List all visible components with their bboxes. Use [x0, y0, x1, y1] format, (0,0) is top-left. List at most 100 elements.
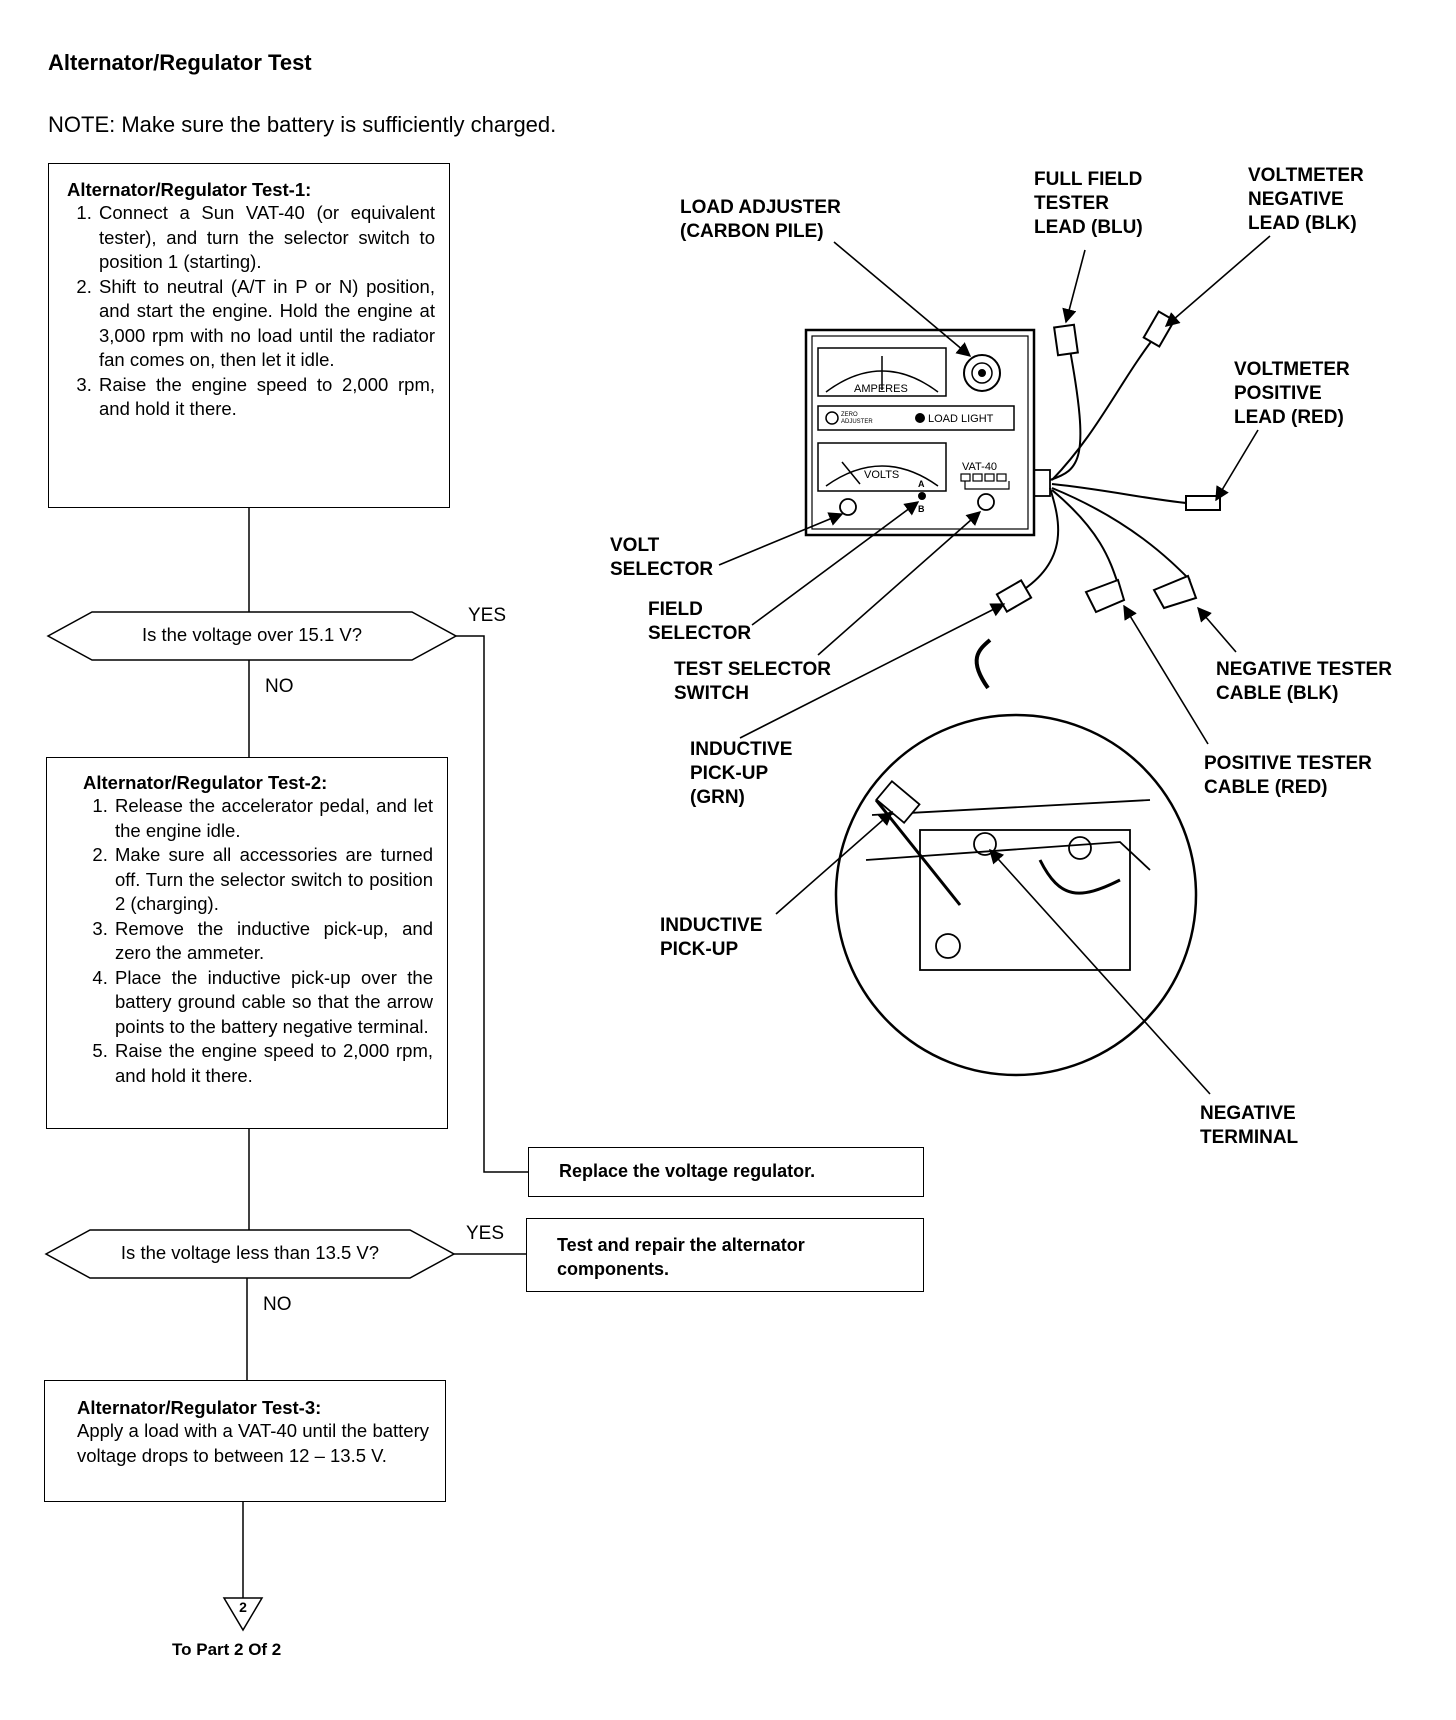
- vm-neg-cable: [1051, 329, 1161, 481]
- test1-step: Connect a Sun VAT-40 (or equivalent test…: [97, 201, 435, 275]
- leader-load-adjuster: [833, 241, 972, 357]
- leader-vm-neg: [1164, 235, 1271, 327]
- test2-step: Place the inductive pick-up over the bat…: [113, 966, 433, 1040]
- test1-step: Raise the engine speed to 2,000 rpm, and…: [97, 373, 435, 422]
- zero-label-line1: ZERO: [841, 412, 858, 418]
- test2-step: Remove the inductive pick-up, and zero t…: [113, 917, 433, 966]
- vat40-tester: [804, 328, 1051, 537]
- test2-title: Alternator/Regulator Test-2:: [83, 772, 328, 793]
- test-selector-switch-icon: [977, 493, 995, 511]
- test3-text: Apply a load with a VAT-40 until the bat…: [77, 1420, 429, 1466]
- leader-pos-cable: [1123, 604, 1209, 745]
- test1-box: Alternator/Regulator Test-1: Connect a S…: [48, 163, 450, 508]
- voltmeter-needle: [841, 461, 861, 485]
- full-field-clip: [1053, 323, 1079, 357]
- ammeter-label: AMPERES: [854, 383, 908, 395]
- test1-steps: Connect a Sun VAT-40 (or equivalent test…: [67, 201, 435, 422]
- leader-full-field: [1062, 249, 1086, 324]
- vm-pos-cable: [1051, 483, 1197, 505]
- page-title: Alternator/Regulator Test: [48, 50, 312, 75]
- detail-connector: [974, 638, 992, 690]
- vm-pos-clip: [1185, 495, 1221, 511]
- tester-text: AMPERES VOLTS ZERO ADJUSTER LOAD LIGHT V…: [841, 383, 997, 514]
- result1-box: Replace the voltage regulator.: [528, 1147, 924, 1197]
- leader-neg-terminal: [989, 848, 1211, 1095]
- tester-clips: [995, 310, 1221, 614]
- leader-lines: [718, 235, 1271, 1095]
- result2-box: Test and repair the alternator component…: [526, 1218, 924, 1292]
- load-light-icon: [915, 413, 925, 423]
- leader-field-selector: [751, 501, 920, 626]
- load-light-label: LOAD LIGHT: [928, 413, 994, 425]
- connector-label: To Part 2 Of 2: [172, 1640, 282, 1659]
- zero-adjuster-strip: [817, 405, 1015, 431]
- test3-title: Alternator/Regulator Test-3:: [77, 1397, 322, 1418]
- load-adjuster-knob: [963, 354, 1001, 392]
- zero-adjuster-icon: [825, 411, 839, 425]
- volt-selector-icon: [839, 498, 857, 516]
- note-text: NOTE: Make sure the battery is sufficien…: [48, 112, 557, 137]
- label-vm-negative: VOLTMETER NEGATIVE LEAD (BLK): [1248, 165, 1364, 234]
- inductive-cable: [1019, 487, 1060, 593]
- flow-line-yes1: [456, 635, 528, 1173]
- label-full-field: FULL FIELD TESTER LEAD (BLU): [1034, 169, 1143, 238]
- label-test-selector: TEST SELECTOR SWITCH: [674, 659, 831, 704]
- field-b-label: B: [918, 504, 925, 514]
- test2-step: Release the accelerator pedal, and let t…: [113, 794, 433, 843]
- decision2-text: Is the voltage less than 13.5 V?: [120, 1242, 380, 1263]
- decision1-text: Is the voltage over 15.1 V?: [141, 624, 363, 645]
- battery-case: [919, 829, 1131, 971]
- decision2-no: NO: [263, 1294, 292, 1315]
- pos-tester-cable: [1051, 489, 1119, 585]
- field-lead-cable: [1049, 349, 1082, 481]
- field-selector-icon: [918, 492, 926, 500]
- decision1-yes: YES: [468, 605, 507, 626]
- zero-label-line2: ADJUSTER: [841, 419, 873, 425]
- label-vm-positive: VOLTMETER POSITIVE LEAD (RED): [1234, 359, 1350, 428]
- tester-cables: [1019, 329, 1197, 593]
- leader-inductive: [775, 811, 894, 915]
- detail-circle: [834, 713, 1198, 1077]
- result1-text: Replace the voltage regulator.: [559, 1161, 816, 1181]
- neg-tester-clip: [1152, 574, 1198, 610]
- test1-title: Alternator/Regulator Test-1:: [67, 179, 312, 200]
- label-inductive-grn: INDUCTIVE PICK-UP (GRN): [690, 739, 793, 808]
- voltmeter-face: [817, 442, 947, 492]
- label-load-adjuster: LOAD ADJUSTER (CARBON PILE): [680, 197, 841, 242]
- decision1-no: NO: [265, 676, 294, 697]
- test2-steps: Release the accelerator pedal, and let t…: [83, 794, 433, 1088]
- field-a-label: A: [918, 479, 925, 489]
- test3-box: Alternator/Regulator Test-3: Apply a loa…: [44, 1380, 446, 1502]
- test-position-boxes: [960, 473, 1010, 490]
- model-label: VAT-40: [962, 461, 997, 473]
- result2-text: Test and repair the alternator component…: [557, 1235, 805, 1279]
- label-negative-cable: NEGATIVE TESTER CABLE (BLK): [1216, 659, 1392, 704]
- leader-neg-cable: [1197, 606, 1237, 653]
- test2-box: Alternator/Regulator Test-2: Release the…: [46, 757, 448, 1129]
- leader-inductive-grn: [739, 603, 1006, 739]
- label-field-selector: FIELD SELECTOR: [648, 599, 752, 644]
- test2-step: Make sure all accessories are turned off…: [113, 843, 433, 917]
- label-volt-selector: VOLT SELECTOR: [610, 535, 714, 580]
- connector-triangle: [222, 1597, 264, 1632]
- leader-test-selector: [817, 511, 982, 656]
- test1-step: Shift to neutral (A/T in P or N) positio…: [97, 275, 435, 373]
- decision2-yes: YES: [466, 1223, 505, 1244]
- label-positive-cable: POSITIVE TESTER CABLE (RED): [1204, 753, 1372, 798]
- vm-neg-clip: [1142, 310, 1176, 348]
- pos-tester-clip: [1084, 578, 1126, 614]
- inductive-pickup-clip: [995, 578, 1033, 614]
- label-negative-terminal: NEGATIVE TERMINAL: [1200, 1103, 1299, 1148]
- positive-terminal-post: [1068, 836, 1092, 860]
- label-inductive: INDUCTIVE PICK-UP: [660, 915, 763, 960]
- neg-tester-cable: [1051, 487, 1191, 581]
- voltmeter-label: VOLTS: [864, 469, 899, 481]
- test2-step: Raise the engine speed to 2,000 rpm, and…: [113, 1039, 433, 1088]
- ammeter-face: [817, 347, 947, 397]
- negative-terminal-post: [973, 832, 997, 856]
- leader-volt-selector: [718, 512, 844, 566]
- leader-vm-pos: [1215, 429, 1259, 502]
- battery-detail: [865, 779, 1151, 971]
